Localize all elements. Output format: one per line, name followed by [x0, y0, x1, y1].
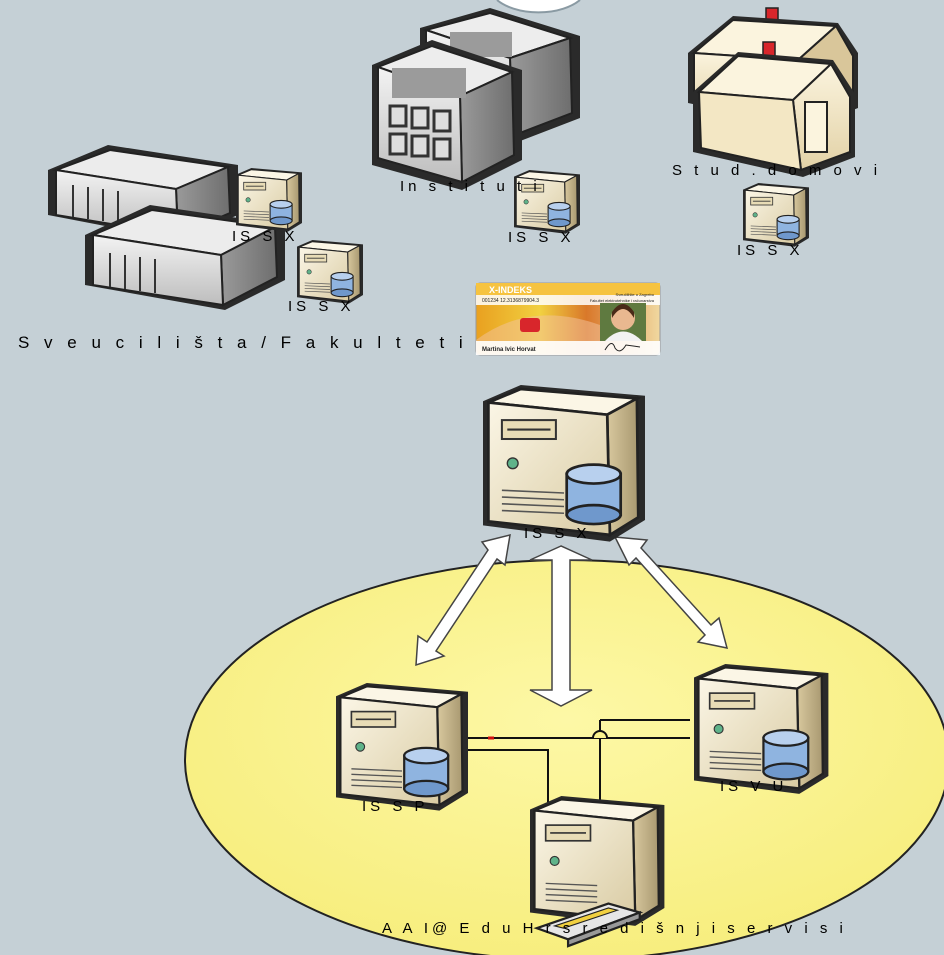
label-issx-central: IS S X — [524, 525, 591, 542]
arrow-left-icon — [415, 533, 511, 667]
database-icon — [565, 463, 623, 526]
database-icon — [330, 271, 354, 298]
dorm-house-icon — [688, 7, 858, 177]
database-icon — [547, 201, 571, 228]
label-isvu: IS V U — [720, 778, 788, 795]
database-icon — [762, 728, 810, 781]
card-reader-icon — [533, 902, 644, 948]
server-aai-icon — [530, 796, 665, 948]
label-universities: S v e u c i l i š t a / F a k u l t e t … — [18, 333, 468, 352]
label-dorms: S t u d . d o m o v i — [672, 162, 882, 179]
database-icon — [269, 199, 293, 226]
server-issx-dorms-icon — [743, 183, 809, 247]
arrow-center-icon — [529, 545, 593, 707]
label-issx-dorms: IS S X — [737, 242, 804, 259]
arrow-right-icon — [613, 536, 729, 649]
database-icon — [776, 214, 800, 241]
signature-icon — [604, 343, 641, 352]
server-issx-central-icon — [483, 385, 645, 542]
institute-building-icon — [372, 8, 580, 190]
card-header: X-INDEKS — [489, 285, 532, 295]
label-issx-uni-1: IS S X — [232, 228, 299, 245]
sync-arrows — [415, 533, 729, 707]
card-institution-1: Sveučilište u Zagrebu — [616, 292, 654, 297]
card-holder-name: Martina Ivic Horvat — [482, 347, 536, 353]
server-isvu-icon — [694, 664, 829, 794]
card-number: 001234 12.3136879904.3 — [482, 298, 539, 304]
label-issx-institutes: IS S X — [508, 229, 575, 246]
university-building-icon — [48, 145, 285, 310]
label-institutes: In s t i t u t i — [400, 178, 541, 195]
server-issx-institutes-icon — [514, 170, 580, 234]
link-jump-icon — [592, 730, 608, 739]
database-icon — [403, 746, 450, 798]
label-issx-uni-2: IS S X — [288, 298, 355, 315]
server-issp-icon — [336, 683, 468, 811]
student-card: X-INDEKS 001234 12.3136879904.3 Sveučili… — [475, 282, 661, 356]
server-issx-uni-2-icon — [297, 240, 363, 304]
cloud-icon — [496, 0, 581, 14]
card-institution-2: Fakultet elektrotehnike i računarstva — [590, 298, 655, 303]
server-issx-uni-1-icon — [236, 168, 302, 232]
label-aai: A A I@ E d u H r s r e d i š n j i s e r… — [382, 920, 847, 937]
label-issp: IS S P — [362, 798, 429, 815]
